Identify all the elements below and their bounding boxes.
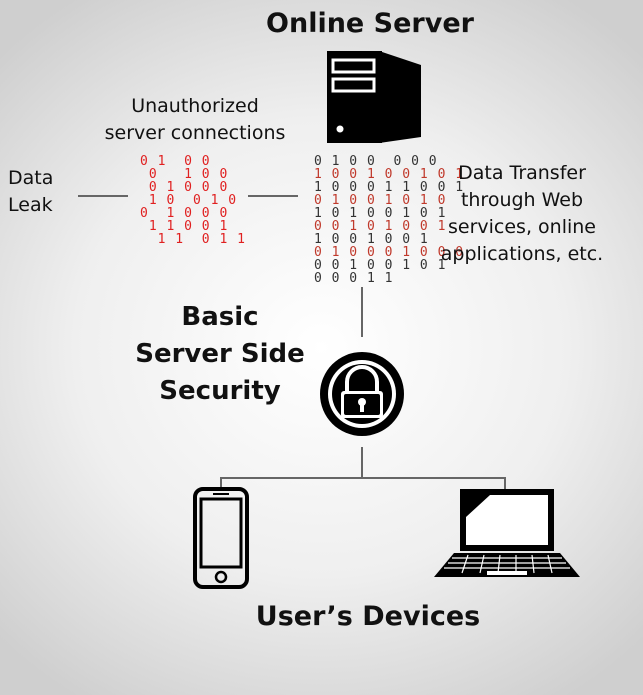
padlock-icon [317,349,407,439]
devices-branch-line [220,477,506,479]
security-label-line3: Security [159,376,281,406]
server-tower-icon [327,51,421,143]
security-label: Basic Server Side Security [120,299,320,410]
unauthorized-binary-stream: 0 1 0 0 0 1 0 0 0 1 0 0 0 1 0 0 1 0 0 1 … [140,154,246,247]
leak-connector-line [78,195,128,197]
data-transfer-label: Data Transfer through Web services, onli… [422,160,622,268]
server-to-lock-line [361,287,363,337]
smartphone-icon [193,487,249,589]
unauthorized-label-line1: Unauthorized [131,95,259,117]
laptop-icon [432,487,582,579]
unauthorized-label: Unauthorized server connections [95,93,295,147]
devices-label: User’s Devices [255,601,481,632]
phone-branch-line [220,477,222,489]
data-transfer-label-line1: Data Transfer [458,162,586,184]
data-transfer-label-line4: applications, etc. [440,243,604,265]
security-label-line2: Server Side [135,339,305,369]
data-leak-label: Data Leak [8,165,53,219]
security-label-line1: Basic [181,302,259,332]
laptop-branch-line [504,477,506,489]
data-leak-label-line1: Data [8,167,54,189]
data-transfer-label-line3: services, online [448,216,596,238]
unauthorized-connector-line [248,195,298,197]
diagram-title: Online Server [266,8,474,39]
data-transfer-binary-stream: 0 1 0 0 0 0 0 1 0 0 1 0 0 1 0 1 1 0 0 0 … [314,154,465,286]
lock-down-line [361,447,363,477]
data-leak-label-line2: Leak [8,194,53,216]
unauthorized-label-line2: server connections [104,122,286,144]
data-transfer-label-line2: through Web [460,189,584,211]
